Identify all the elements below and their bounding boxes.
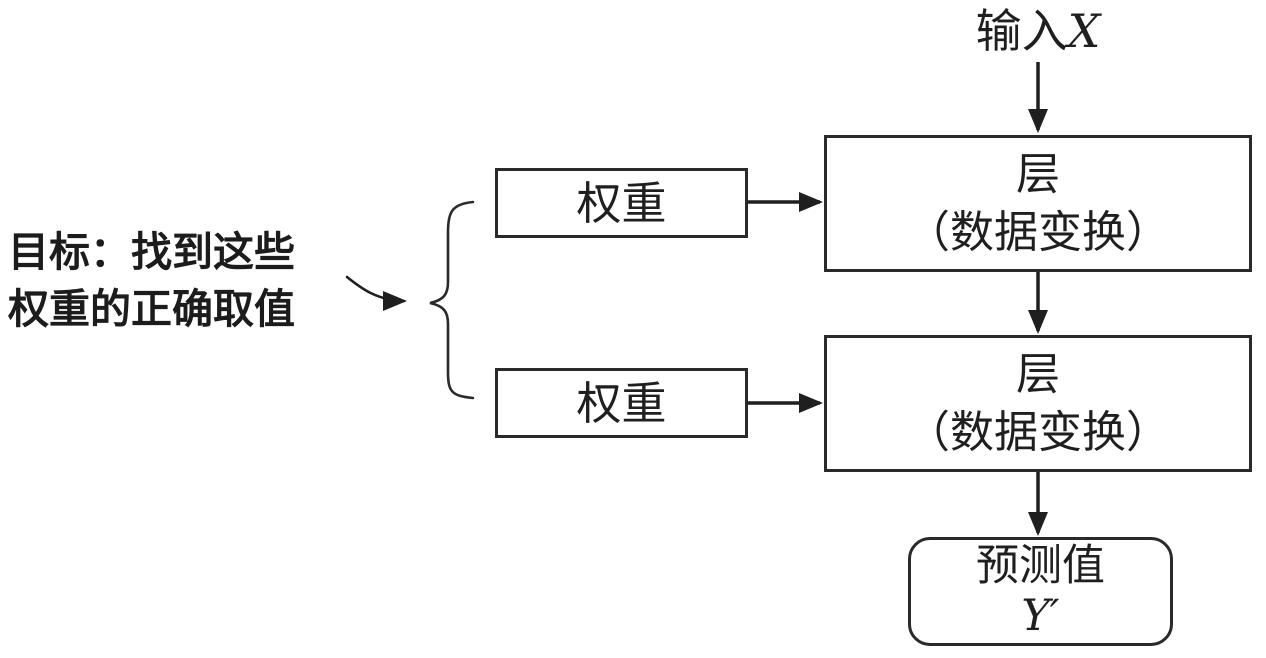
layer-box-1: 层 （数据变换）: [824, 135, 1252, 272]
curly-brace: [429, 200, 475, 400]
layer-box-1-subtitle: （数据变换）: [906, 206, 1170, 258]
goal-line-2: 权重的正确取值: [8, 284, 295, 333]
arrow-goal-to-brace: [345, 275, 407, 311]
layer-box-1-title: 层: [1016, 149, 1060, 201]
layer-box-2-title: 层: [1016, 349, 1060, 401]
prediction-label: 预测值: [976, 541, 1105, 592]
input-label: 输入X: [938, 6, 1138, 57]
layer-box-2: 层 （数据变换）: [824, 335, 1252, 472]
goal-annotation: 目标：找到这些 权重的正确取值: [8, 224, 295, 337]
input-label-cn: 输入: [975, 4, 1068, 58]
prediction-variable: Y′: [1021, 590, 1060, 641]
weight-box-2-label: 权重: [576, 376, 667, 430]
weight-box-2: 权重: [495, 368, 748, 438]
input-variable: X: [1067, 4, 1101, 58]
prediction-box: 预测值 Y′: [908, 537, 1173, 646]
weight-box-1-label: 权重: [576, 176, 667, 230]
layer-box-2-subtitle: （数据变换）: [906, 406, 1170, 458]
goal-line-1: 目标：找到这些: [8, 228, 295, 276]
weight-box-1: 权重: [495, 168, 748, 238]
